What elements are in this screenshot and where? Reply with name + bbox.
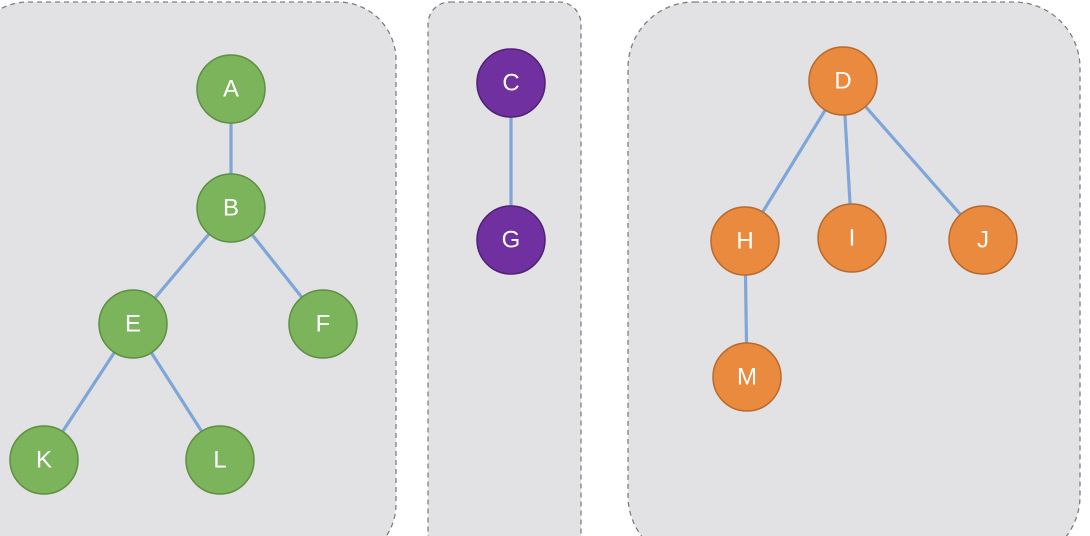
node-circle [98,289,168,359]
node-g: G [476,205,546,275]
node-circle [710,206,780,276]
green-panel [0,1,397,536]
node-label: D [834,67,851,94]
node-d: D [808,46,878,116]
node-label: C [502,69,519,96]
node-e: E [98,289,168,359]
node-label: K [36,446,52,473]
edge-d-j [841,79,985,242]
node-label: E [125,310,141,337]
node-c: C [476,48,546,118]
node-label: H [736,227,753,254]
node-circle [808,46,878,116]
node-circle [948,205,1018,275]
node-circle [196,54,266,124]
node-l: L [185,425,255,495]
node-j: J [948,205,1018,275]
node-label: B [223,194,239,221]
node-label: L [213,446,226,473]
nodes: A B E F K L C G D H I J M [9,46,1018,495]
node-circle [817,203,887,273]
node-i: I [817,203,887,273]
node-label: G [502,226,521,253]
node-circle [712,342,782,412]
node-circle [185,425,255,495]
node-circle [196,173,266,243]
node-label: J [977,226,989,253]
node-label: A [223,75,239,102]
node-circle [476,205,546,275]
node-label: I [849,224,856,251]
node-a: A [196,54,266,124]
node-f: F [288,289,358,359]
node-m: M [712,342,782,412]
node-label: F [316,310,331,337]
node-label: M [737,363,757,390]
node-k: K [9,425,79,495]
node-b: B [196,173,266,243]
node-circle [9,425,79,495]
node-circle [288,289,358,359]
node-h: H [710,206,780,276]
node-circle [476,48,546,118]
